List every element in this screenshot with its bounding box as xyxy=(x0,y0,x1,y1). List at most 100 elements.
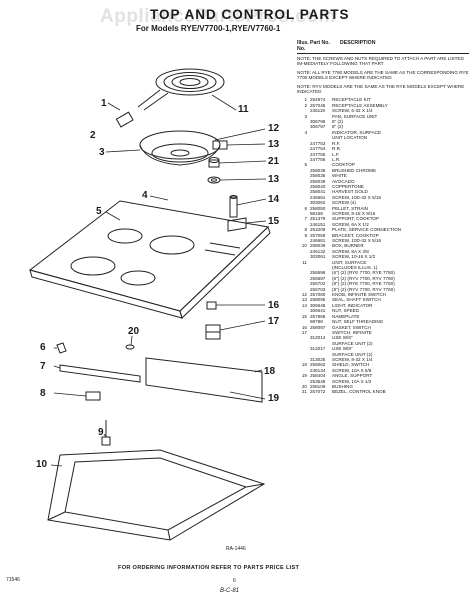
part-description: Switch, Infinite xyxy=(332,329,372,335)
part-description: White xyxy=(332,173,347,179)
part-number: 303062 xyxy=(310,200,326,206)
table-row: (Includes Illus. 1) xyxy=(297,265,469,270)
part-number: 98168 xyxy=(310,210,323,216)
part-description: Gasket, Switch xyxy=(332,324,371,330)
part-description: L.F. xyxy=(332,151,340,157)
part-number: 251379 xyxy=(310,216,326,222)
part-number: 257045 xyxy=(310,102,326,108)
table-row: 258040Coppertone xyxy=(297,184,469,189)
callout-20: 20 xyxy=(128,326,140,337)
illus-number: 14 xyxy=(301,302,307,308)
part-number: 312017 xyxy=(310,346,326,352)
part-number: 258109 xyxy=(310,383,326,389)
callout-15: 15 xyxy=(268,216,280,227)
infinite-switch xyxy=(205,324,221,340)
note-3: NOTE: RYV MODELS ARE THE SAME AS THE RYE… xyxy=(297,83,465,95)
table-row: Surface Unit (2) xyxy=(297,352,469,357)
ordering-info: FOR ORDERING INFORMATION REFER TO PARTS … xyxy=(118,565,300,571)
table-row: 312017Use W/8" xyxy=(297,346,469,351)
table-row: 246681Screw, 10D-32 x 5/16 xyxy=(297,238,469,243)
part-description: Screw, 10A x 1/2 xyxy=(332,378,372,384)
table-row: 303061Screw, 10-16 x 1/2 xyxy=(297,254,469,259)
part-number: 256703 xyxy=(310,286,326,292)
part-description: Brushed Chrome xyxy=(332,167,377,173)
part-description: Bracket, Cooktop xyxy=(332,232,379,238)
part-description: Screw, 10D-32 x 5/16 xyxy=(332,194,382,200)
watermark: AppliancePartsPros.com xyxy=(100,6,336,27)
part-description: (Includes Illus. 1) xyxy=(332,265,378,271)
table-row: 258036Brushed Chrome xyxy=(297,168,469,173)
document-number: 71546 xyxy=(6,577,20,583)
part-description: Bushing xyxy=(332,383,353,389)
header-illus: Illus. No. xyxy=(297,40,309,52)
illus-number: 7 xyxy=(304,216,307,222)
part-number: 257868 xyxy=(310,313,326,319)
cooktop-support xyxy=(59,364,141,383)
part-number: 257080 xyxy=(310,292,326,298)
callout-19: 19 xyxy=(268,393,280,404)
illus-number: 13 xyxy=(301,297,307,303)
part-description: Nameplate xyxy=(332,313,360,319)
parts-rows: 1254974Receptacle Kit2257045Receptacle A… xyxy=(297,97,469,394)
part-description: Box, Burner xyxy=(332,243,364,249)
illus-number: 19 xyxy=(301,373,307,379)
illus-number: 12 xyxy=(301,292,307,298)
service-plate xyxy=(85,391,101,401)
illus-number: 17 xyxy=(301,329,307,335)
table-row: 258039Avocado xyxy=(297,179,469,184)
table-row: 306641Nut, Speed xyxy=(297,308,469,313)
part-number: 98788 xyxy=(310,319,323,325)
callout-17: 17 xyxy=(268,316,280,327)
part-description: Bezel, Control Knob xyxy=(332,389,386,395)
table-row: 246134Screw, 10A x 5/8 xyxy=(297,368,469,373)
illus-number: 20 xyxy=(301,383,307,389)
burner-pan xyxy=(139,130,228,166)
illus-number: 15 xyxy=(301,313,307,319)
page-title: TOP AND CONTROL PARTS xyxy=(150,7,350,22)
table-row: Surface Unit (2) xyxy=(297,341,469,346)
leader-lines xyxy=(50,94,267,467)
table-row: 19258404Angle, Support xyxy=(297,373,469,378)
part-description: (8") (2) (RYV 7700, RYV 7760) xyxy=(332,286,395,292)
illus-number: 1 xyxy=(304,97,307,103)
table-row: 246119Screw, 6-32 x 1/4 xyxy=(297,108,469,113)
table-row: 258035 White xyxy=(297,173,469,178)
part-number: 247756 xyxy=(310,156,326,162)
illus-number: 3 xyxy=(304,113,307,119)
part-description: (6") (2) (RYE 7700, RYE 7760) xyxy=(332,270,395,276)
part-number: 257072 xyxy=(310,389,326,395)
part-description: Receptacle Kit xyxy=(332,97,371,103)
table-row: 253549 Screw, 10A x 1/2 xyxy=(297,379,469,384)
table-row: 246132Screw, 8A x 3/8 xyxy=(297,249,469,254)
table-row: 5Cooktop xyxy=(297,162,469,167)
part-number: 258095 xyxy=(310,297,326,303)
illus-number: 4 xyxy=(304,129,307,135)
part-description: Shield, Switch xyxy=(332,362,370,368)
part-description: Angle, Support xyxy=(332,373,373,379)
part-description: 6" (2) xyxy=(332,119,344,125)
table-row: 2257045Receptacle Assembly xyxy=(297,103,469,108)
table-row: 18258062Shield, Switch xyxy=(297,362,469,367)
part-number: 246681 xyxy=(310,238,326,243)
header-part: Part No. xyxy=(310,40,330,46)
table-row: 312014Use W/6" xyxy=(297,335,469,340)
part-number: 253208 xyxy=(310,227,326,233)
table-row: 256696(6") (2) (RYE 7700, RYE 7760) xyxy=(297,270,469,275)
control-knob xyxy=(207,157,221,184)
table-row: 246151Screw, 6A x 1/2 xyxy=(297,222,469,227)
part-description: Plate, Service Connection xyxy=(332,227,402,233)
illus-number: 9 xyxy=(304,232,307,238)
part-description: Screw, 8A x 3/8 xyxy=(332,248,369,254)
part-number: 246134 xyxy=(310,367,326,373)
illus-number: 8 xyxy=(304,227,307,233)
part-number: 258035 xyxy=(310,173,326,179)
part-number: 253549 xyxy=(310,378,326,384)
burner-box xyxy=(47,449,266,541)
table-row: 246681Screw, 10D-32 x 5/16 xyxy=(297,195,469,200)
